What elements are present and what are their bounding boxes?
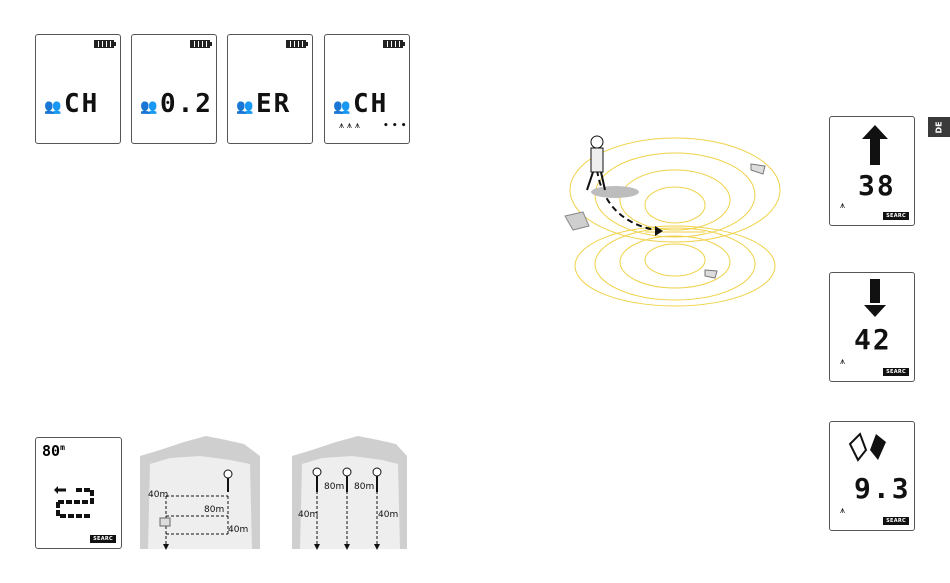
search-strip-display: 80m SEARC — [35, 437, 122, 549]
distance-label: 40m — [148, 490, 168, 500]
distance-label: 80m — [324, 482, 344, 492]
distance-label: 80m — [204, 505, 224, 515]
battery-icon — [190, 40, 210, 48]
distance-readout: 9.3 — [854, 472, 911, 505]
antenna-icon: ⩚ — [840, 201, 845, 211]
display-code: CH — [353, 89, 388, 119]
battery-icon — [94, 40, 114, 48]
display-code: CH — [64, 89, 99, 119]
two-people-icon: 👥 — [333, 99, 350, 115]
battery-icon — [383, 40, 403, 48]
direction-display-ahead: 38 ⩚ SEARC — [829, 116, 915, 226]
display-code: ER — [256, 89, 291, 119]
search-badge: SEARC — [90, 535, 116, 543]
distance-label: 40m — [378, 510, 398, 520]
language-tab[interactable]: DE — [928, 117, 950, 137]
strip-width-icon — [36, 438, 123, 550]
two-people-icon: 👥 — [140, 99, 157, 115]
antenna-icons: ⩚ ⩚ ⩚ — [339, 121, 360, 131]
display-channel-3: 👥 ER — [227, 34, 313, 144]
antenna-icon: ⩚ — [840, 506, 845, 516]
split-arrow-icon — [848, 432, 888, 466]
search-badge: SEARC — [883, 212, 909, 220]
antenna-dots: • • • — [383, 121, 407, 131]
avalanche-search-diagram-group — [292, 434, 407, 549]
battery-icon — [286, 40, 306, 48]
antenna-icon: ⩚ — [840, 357, 845, 367]
distance-label: 40m — [228, 525, 248, 535]
search-badge: SEARC — [883, 368, 909, 376]
down-arrow-icon — [860, 279, 890, 319]
search-badge: SEARC — [883, 517, 909, 525]
direction-display-behind: 42 ⩚ SEARC — [829, 272, 915, 382]
display-channel-1: 👥 CH — [35, 34, 121, 144]
display-channel-2: 👥 0.2 — [131, 34, 217, 144]
distance-label: 80m — [354, 482, 374, 492]
distance-readout: 42 — [854, 323, 892, 356]
up-arrow-icon — [860, 125, 890, 165]
distance-readout: 38 — [858, 169, 896, 202]
magnetic-field-illustration — [525, 130, 795, 310]
two-people-icon: 👥 — [236, 99, 253, 115]
display-channel-4: 👥 CH ⩚ ⩚ ⩚ • • • — [324, 34, 410, 144]
display-code: 0.2 — [160, 89, 213, 119]
two-people-icon: 👥 — [44, 99, 61, 115]
direction-display-close: 9.3 ⩚ SEARC — [829, 421, 915, 531]
distance-label: 40m — [298, 510, 318, 520]
